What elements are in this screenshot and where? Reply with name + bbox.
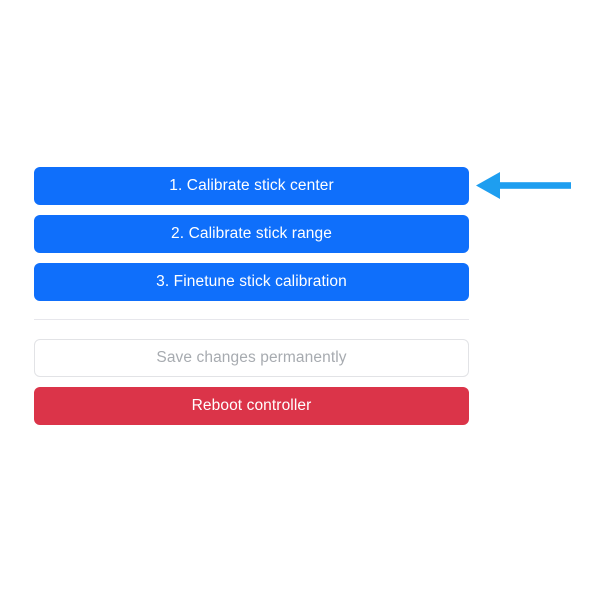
finetune-stick-calibration-button[interactable]: 3. Finetune stick calibration [34, 263, 469, 301]
save-changes-permanently-button[interactable]: Save changes permanently [34, 339, 469, 377]
controller-calibration-panel: 1. Calibrate stick center 2. Calibrate s… [34, 167, 469, 435]
section-divider [34, 319, 469, 320]
reboot-controller-button[interactable]: Reboot controller [34, 387, 469, 425]
arrow-left-icon [476, 170, 572, 201]
calibrate-stick-center-button[interactable]: 1. Calibrate stick center [34, 167, 469, 205]
calibrate-stick-range-button[interactable]: 2. Calibrate stick range [34, 215, 469, 253]
